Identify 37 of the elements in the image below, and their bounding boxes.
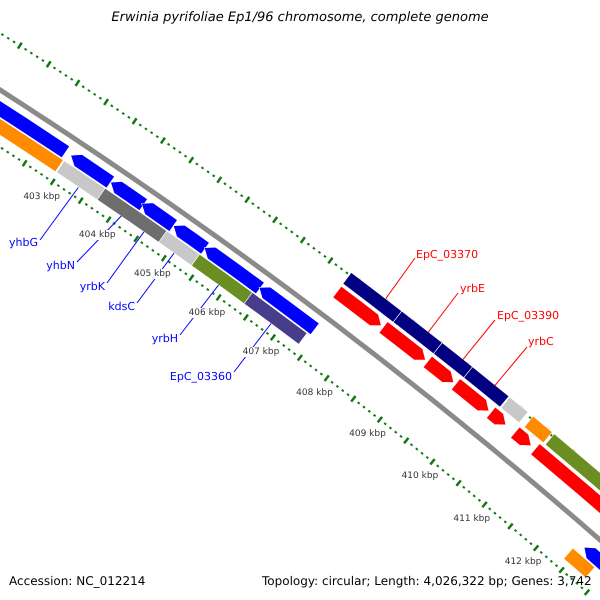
leader-line bbox=[428, 292, 458, 333]
scale-label: 405 kbp bbox=[133, 268, 172, 279]
gene-bar bbox=[158, 230, 200, 266]
gene-label: EpC_03360 bbox=[170, 371, 232, 382]
scale-label: 404 kbp bbox=[78, 230, 117, 240]
scale-label: 403 kbp bbox=[22, 192, 61, 202]
footer-text: Accession: NC_012214 bbox=[9, 575, 146, 587]
gene-label: kdsC bbox=[108, 301, 135, 312]
gene-label: yhbN bbox=[46, 260, 75, 271]
gene-bar bbox=[191, 254, 253, 304]
scale-label: 407 kbp bbox=[242, 347, 280, 358]
gene-bar bbox=[342, 272, 402, 323]
scale-label: 409 kbp bbox=[348, 429, 387, 440]
gene-label: EpC_03370 bbox=[416, 249, 478, 260]
scale-label: 406 kbp bbox=[188, 308, 226, 318]
gene-label: yhbG bbox=[9, 237, 38, 248]
title: Erwinia pyrifoliae Ep1/96 chromosome, complete genome bbox=[110, 11, 490, 24]
gene-label: yrbC bbox=[528, 336, 554, 347]
gene-bar bbox=[463, 366, 510, 408]
leader-line bbox=[462, 320, 496, 360]
scale-label: 410 kbp bbox=[400, 471, 440, 482]
leader-line bbox=[40, 187, 79, 240]
footer-text: Topology: circular; Length: 4,026,322 bp; Genes: 3,742 bbox=[262, 575, 592, 587]
leader-line bbox=[385, 258, 416, 300]
gene-label: yrbE bbox=[460, 283, 485, 294]
gene-bar bbox=[433, 342, 473, 378]
scale-label: 408 kbp bbox=[295, 388, 334, 398]
gene-bar bbox=[96, 188, 168, 243]
gene-label: yrbK bbox=[80, 281, 105, 292]
leader-line bbox=[494, 346, 528, 386]
gene-label: yrbH bbox=[152, 333, 178, 344]
gene-bar bbox=[392, 310, 443, 354]
gene-bar bbox=[244, 292, 308, 345]
gene-label: EpC_03390 bbox=[497, 310, 560, 321]
scale-label: 411 kbp bbox=[452, 514, 492, 524]
scale-label: 412 kbp bbox=[504, 557, 542, 568]
leader-line bbox=[106, 231, 144, 284]
